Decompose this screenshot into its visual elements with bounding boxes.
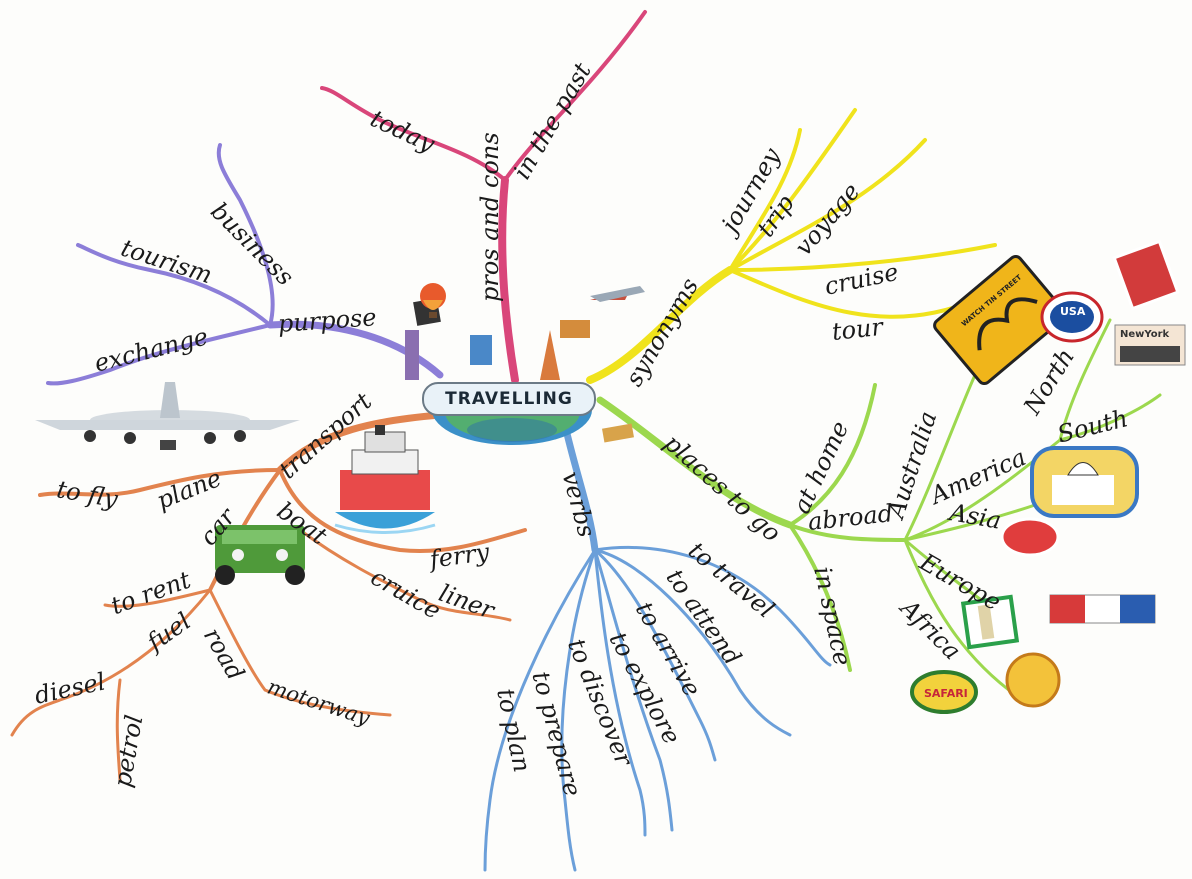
branch-purpose — [46, 143, 444, 386]
pisa-sticker-icon — [960, 594, 1020, 650]
label-purpose: purpose — [277, 303, 378, 338]
branch-pros-and-cons — [320, 10, 647, 384]
kangaroo-sign-icon — [933, 254, 1067, 386]
hot-air-balloon-icon — [420, 283, 446, 318]
center-title: TRAVELLING — [422, 382, 596, 416]
center-globe — [405, 290, 630, 445]
sticker-usa: USA — [1060, 305, 1086, 318]
branch-synonyms — [586, 108, 997, 384]
taj-mahal-sticker-icon — [1030, 446, 1139, 518]
suitcase-icon — [602, 423, 634, 443]
safari-sticker-icon — [910, 670, 978, 714]
red-sticker-icon — [1112, 239, 1180, 311]
sticker-safari: SAFARI — [924, 687, 968, 700]
jeep-icon — [215, 525, 305, 585]
usa-sticker-icon — [1040, 291, 1104, 343]
paris-sticker-icon — [1049, 594, 1156, 624]
airplane-icon — [35, 382, 300, 450]
newyork-sticker-icon — [1114, 324, 1186, 366]
plane-small-icon — [590, 286, 645, 302]
branch-verbs — [483, 421, 832, 872]
branch-transport — [10, 411, 527, 782]
label-pros-and-cons: pros and cons — [476, 132, 504, 302]
ship-icon — [334, 425, 436, 534]
branch-places-to-go — [596, 318, 1162, 707]
africa-sticker-icon — [1005, 652, 1061, 708]
sticker-newyork: NewYork — [1120, 329, 1170, 340]
label-tour: tour — [830, 312, 885, 346]
asia-sticker-icon — [1000, 517, 1060, 557]
